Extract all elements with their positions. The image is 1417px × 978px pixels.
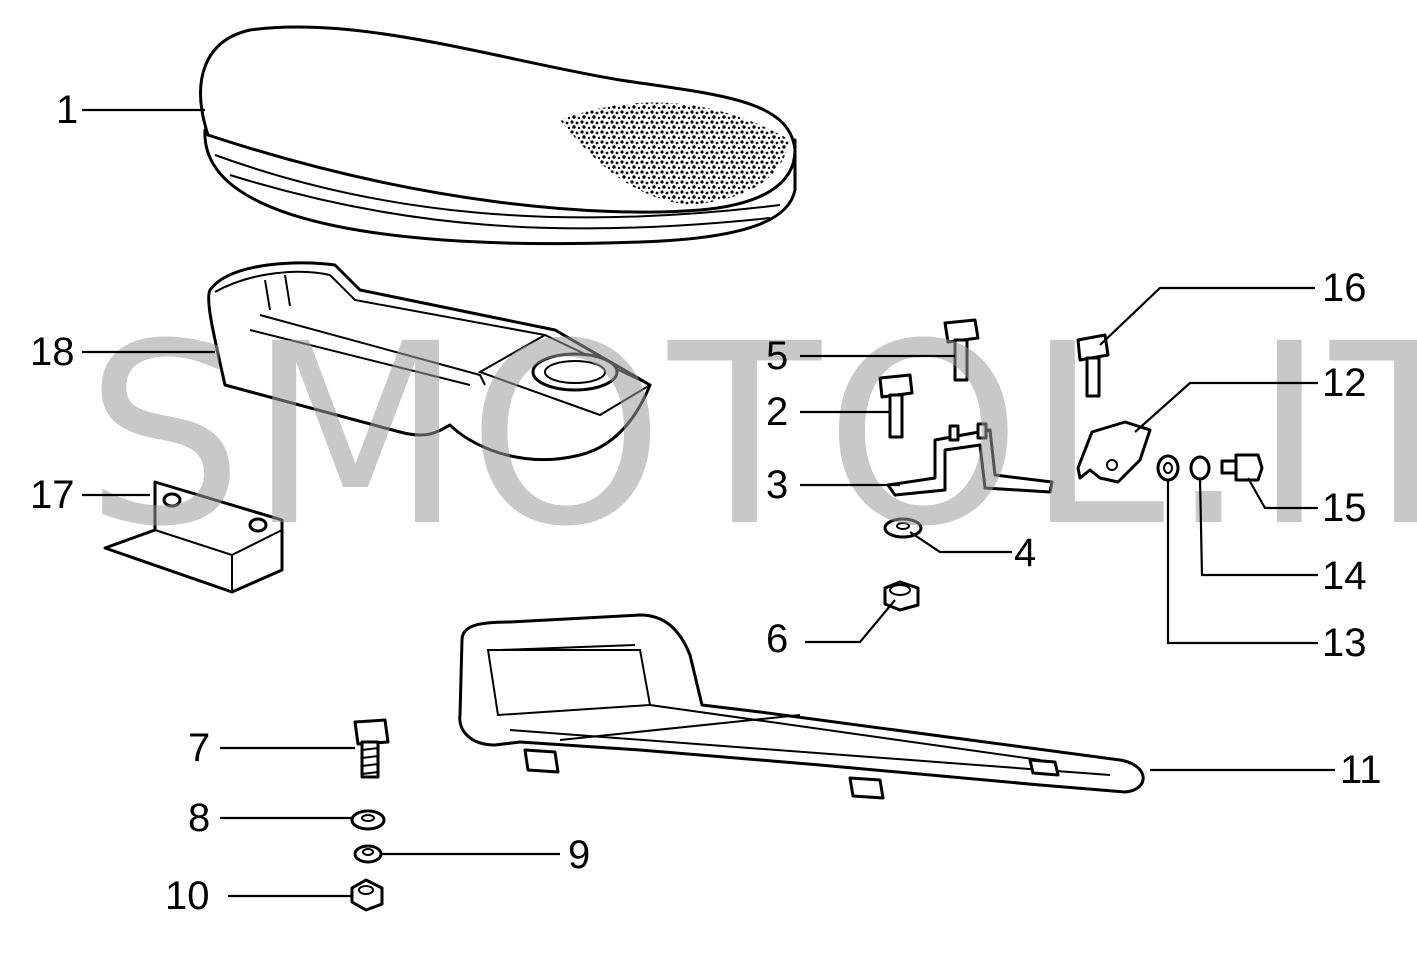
part-3-u-bracket (886, 422, 1054, 497)
callout-3: 3 (766, 463, 788, 507)
leader-13 (1166, 480, 1318, 645)
leader-4 (909, 531, 1012, 554)
part-5-bolt (943, 318, 980, 382)
leader-14 (1198, 478, 1318, 577)
part-8-washer (350, 809, 386, 831)
watermark: SMOTOL.IT (85, 290, 1417, 581)
callout-7: 7 (188, 726, 210, 770)
callout-10: 10 (165, 874, 210, 918)
leader-16 (1099, 286, 1315, 346)
callout-11: 11 (1340, 748, 1382, 792)
part-12-latch (1076, 420, 1152, 484)
callout-9: 9 (568, 833, 590, 877)
callout-16: 16 (1322, 266, 1367, 310)
leader-15 (1247, 477, 1318, 510)
part-2-bolt (878, 373, 914, 439)
part-1-seat (199, 25, 797, 246)
callout-13: 13 (1322, 621, 1367, 665)
callout-4: 4 (1014, 531, 1036, 575)
callout-17: 17 (30, 473, 75, 517)
part-17-bracket (103, 480, 284, 594)
callout-12: 12 (1322, 361, 1367, 405)
callout-6: 6 (766, 617, 788, 661)
part-16-bolt (1076, 333, 1110, 398)
callout-1: 1 (56, 88, 78, 132)
callout-15: 15 (1322, 486, 1367, 530)
leader-lines (82, 108, 1335, 898)
leader-12 (1134, 381, 1318, 433)
callout-labels: 1 2 3 4 5 6 7 8 9 10 11 12 13 14 15 16 1… (30, 88, 1382, 918)
callout-2: 2 (766, 390, 788, 434)
callout-14: 14 (1322, 554, 1367, 598)
part-11-rack (458, 613, 1145, 800)
part-15-screw (1220, 453, 1264, 482)
part-18-tray (207, 261, 653, 462)
part-10-nut (350, 878, 384, 912)
callout-5: 5 (766, 334, 788, 378)
part-9-spring-washer (353, 844, 383, 864)
callout-8: 8 (188, 796, 210, 840)
callout-18: 18 (30, 330, 75, 374)
part-7-bolt (353, 718, 390, 779)
leader-6 (805, 599, 896, 644)
